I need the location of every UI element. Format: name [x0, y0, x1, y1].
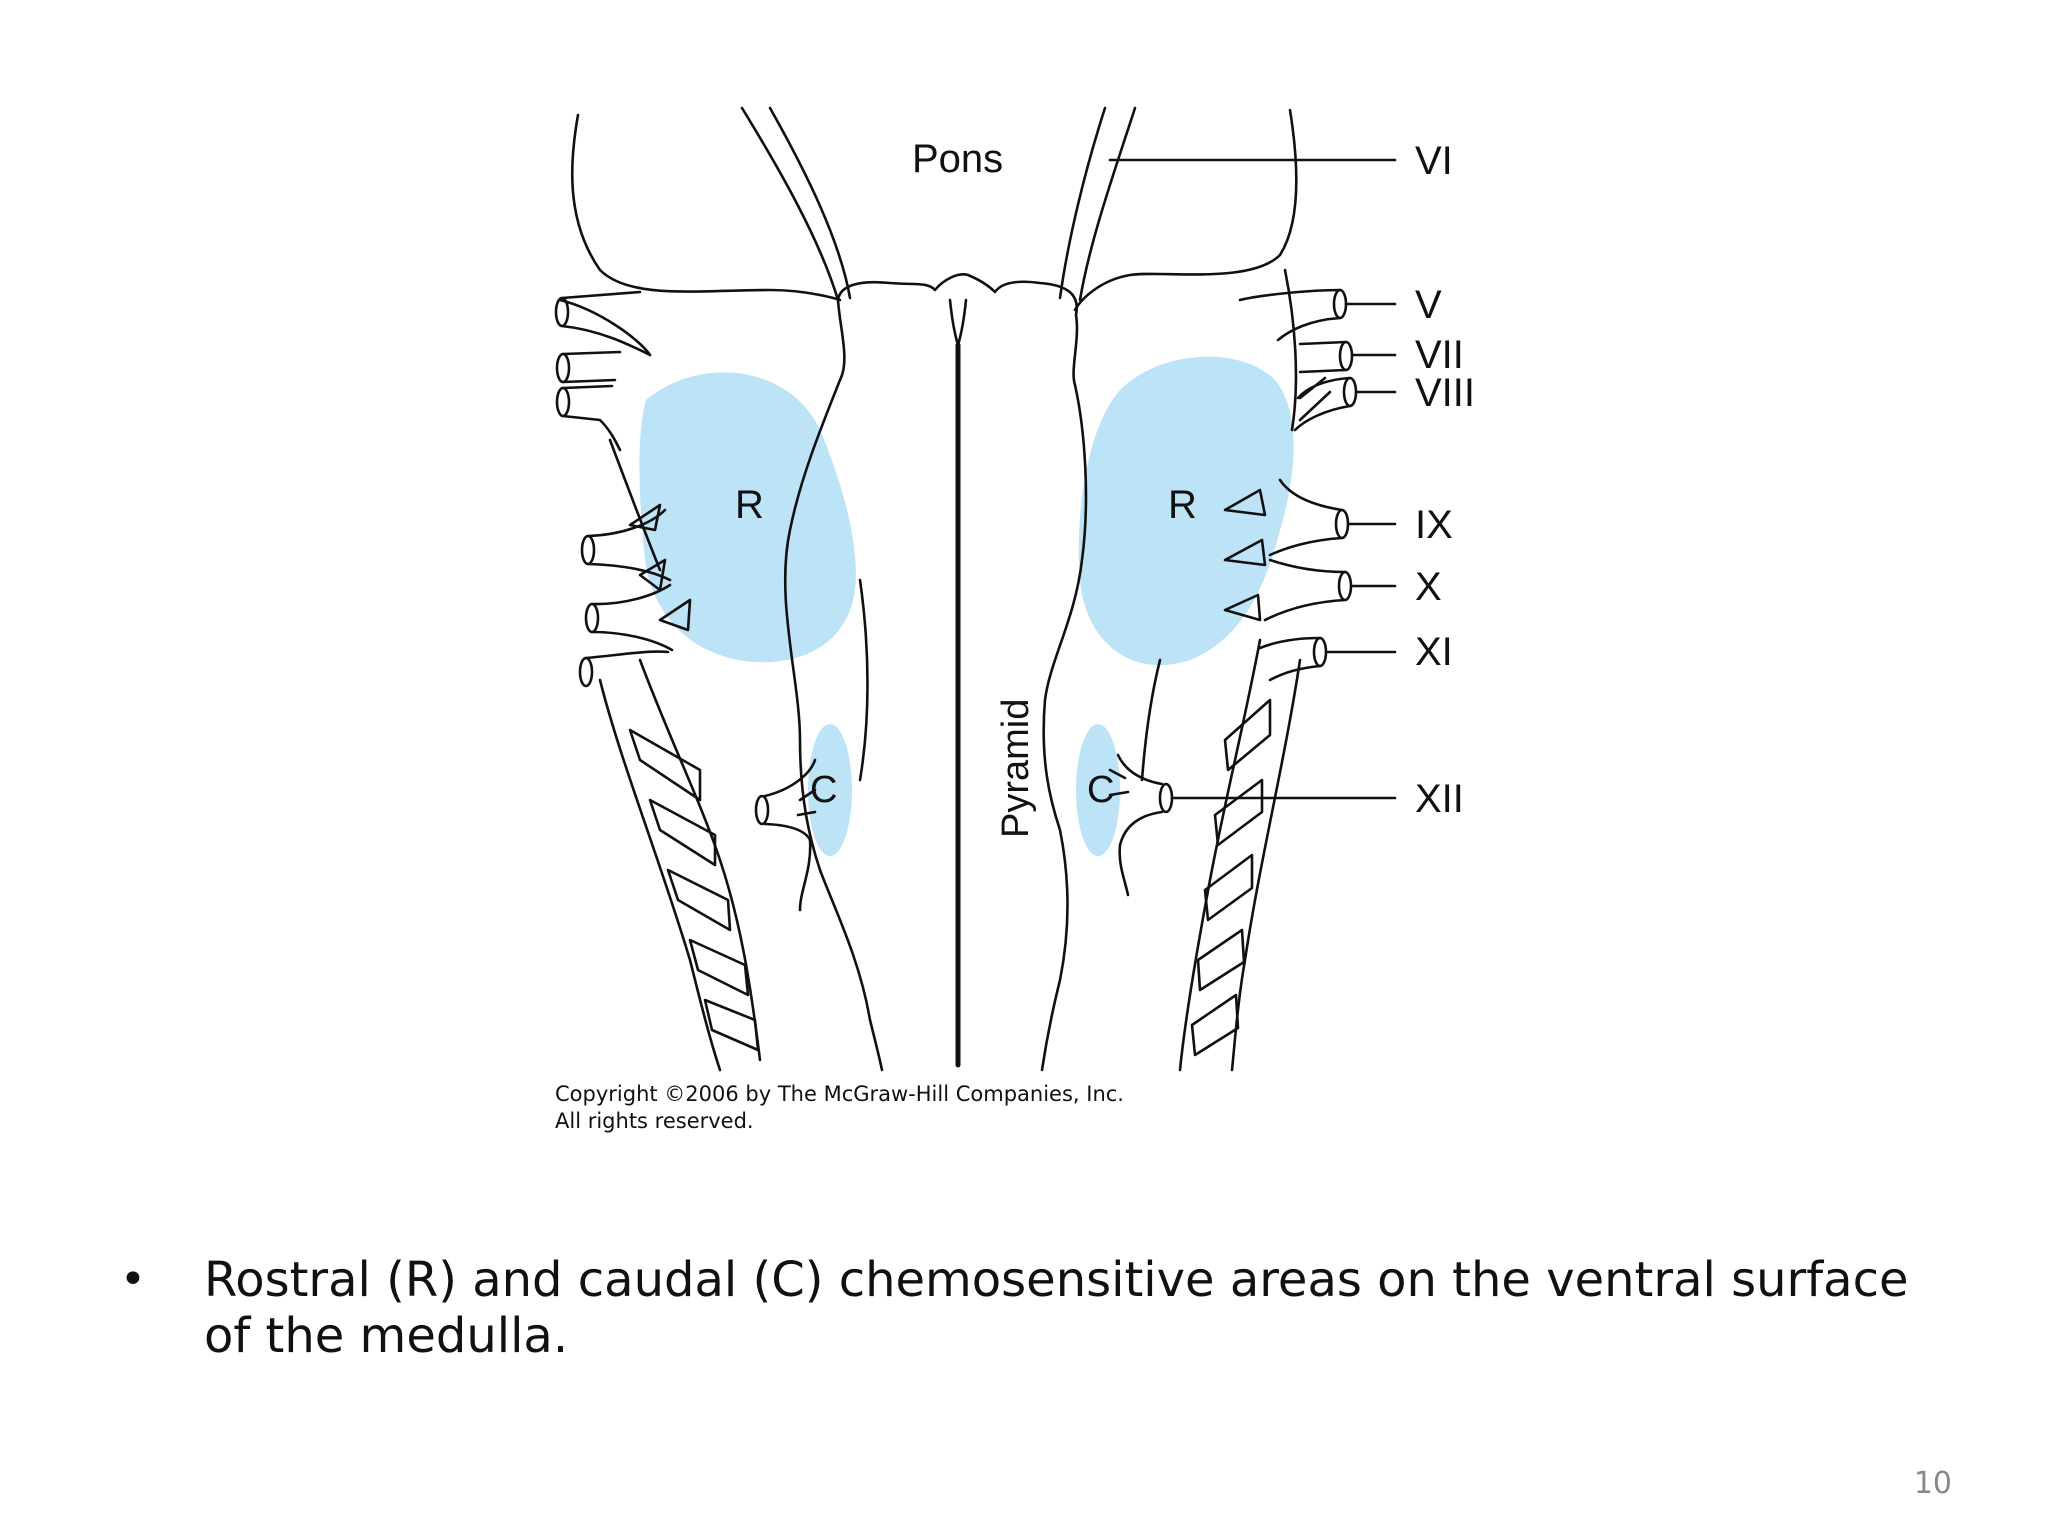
- caudal-area-right: [1076, 724, 1120, 856]
- rostral-label-right: R: [1168, 483, 1197, 527]
- caudal-area-left: [808, 724, 852, 856]
- caption-bullet: • Rostral (R) and caudal (C) chemosensit…: [120, 1252, 1940, 1364]
- chemosensitive-areas: [639, 356, 1294, 856]
- nerve-label-vi: VI: [1415, 139, 1453, 183]
- nerve-label-xii: XII: [1415, 777, 1464, 821]
- bullet-marker: •: [120, 1254, 146, 1305]
- pons-label: Pons: [912, 137, 1003, 181]
- brainstem-outline: [554, 106, 1397, 1072]
- caudal-label-right: C: [1087, 769, 1114, 811]
- copyright-line-1: Copyright ©2006 by The McGraw-Hill Compa…: [555, 1082, 1124, 1106]
- rostral-label-left: R: [735, 483, 764, 527]
- nerve-label-vii: VII: [1415, 333, 1464, 377]
- slide-number: 10: [1913, 1466, 1952, 1501]
- pyramid-label: Pyramid: [995, 699, 1037, 838]
- rostral-area-right: [1078, 356, 1294, 666]
- caption-text: Rostral (R) and caudal (C) chemosensitiv…: [204, 1252, 1909, 1364]
- rostral-area-left: [639, 372, 856, 663]
- nerve-label-v: V: [1415, 283, 1442, 327]
- nerve-label-x: X: [1415, 565, 1442, 609]
- nerve-label-ix: IX: [1415, 503, 1453, 547]
- caudal-label-left: C: [810, 769, 837, 811]
- nerve-label-viii: VIII: [1415, 371, 1475, 415]
- cranial-nerve-labels: VI V VII VIII IX X XI XII: [1415, 139, 1475, 821]
- copyright-line-2: All rights reserved.: [555, 1109, 754, 1133]
- nerve-label-xi: XI: [1415, 630, 1453, 674]
